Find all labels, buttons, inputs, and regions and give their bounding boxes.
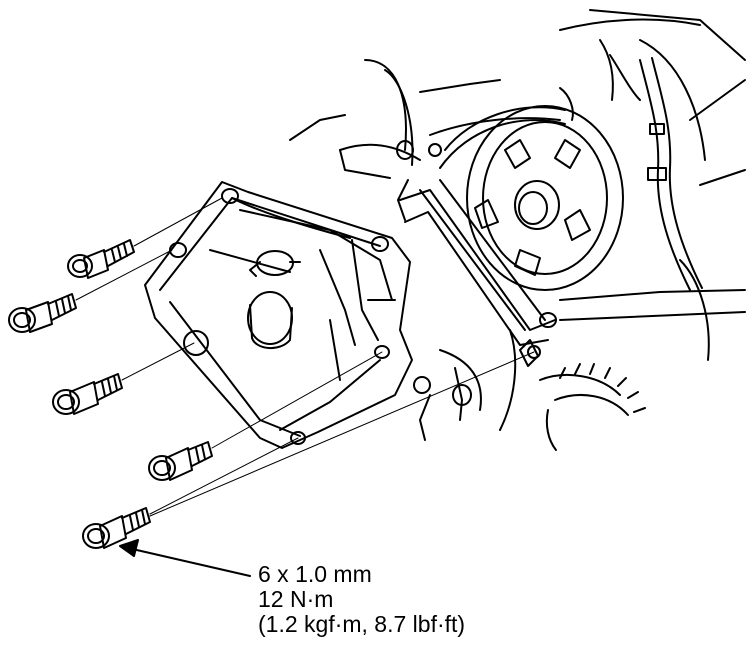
lower-engine (413, 329, 646, 451)
mounting-bracket (396, 140, 557, 367)
pulley (466, 105, 624, 291)
bolt-spec-callout: 6 x 1.0 mm 12 N·m (1.2 kgf·m, 8.7 lbf·ft… (258, 562, 588, 637)
alternator-body (144, 181, 413, 449)
bolt-size-text: 6 x 1.0 mm (258, 561, 372, 587)
callout-arrow (119, 539, 251, 577)
engine-background (289, 9, 746, 361)
bolt-2 (8, 249, 173, 333)
bolt-5 (82, 351, 535, 549)
wiring-harness (639, 57, 703, 291)
bolt-1 (67, 197, 223, 279)
drive-belt (419, 106, 566, 331)
bolt-4 (148, 351, 383, 481)
bolt-3 (52, 342, 195, 415)
bolts (8, 197, 535, 549)
torque-nm-text: 12 N·m (258, 586, 334, 612)
torque-alt-units-text: (1.2 kgf·m, 8.7 lbf·ft) (258, 611, 466, 637)
